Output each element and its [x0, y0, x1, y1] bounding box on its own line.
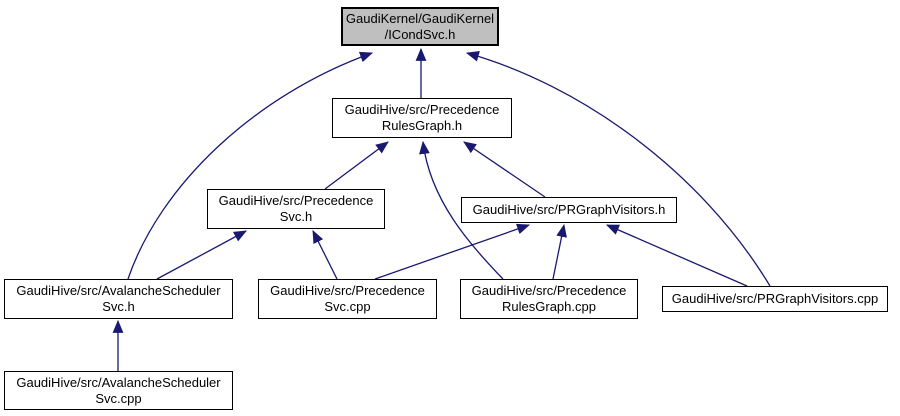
edge-prgv_cpp-to-prgv_h	[606, 224, 748, 287]
node-label-line: Svc.h	[279, 209, 313, 224]
node-icondsvc-h[interactable]: GaudiKernel/GaudiKernel /ICondSvc.h	[341, 7, 499, 46]
node-label-line: Svc.cpp	[324, 299, 371, 314]
node-prgraphvisitors-cpp[interactable]: GaudiHive/src/PRGraphVisitors.cpp	[662, 286, 888, 312]
node-label-line: /ICondSvc.h	[384, 26, 456, 42]
edge-psvc_h-to-prg_h	[324, 141, 389, 190]
edge-aval_h-to-psvc_h	[156, 230, 247, 280]
edge-prgv_cpp-to-icondsvc_h	[465, 51, 771, 287]
node-precedencerulesgraph-h[interactable]: GaudiHive/src/Precedence RulesGraph.h	[332, 98, 512, 138]
node-precedencerulesgraph-cpp[interactable]: GaudiHive/src/Precedence RulesGraph.cpp	[460, 279, 638, 319]
edge-psvc_cpp-to-psvc_h	[312, 230, 338, 280]
node-label-line: GaudiHive/src/Precedence	[344, 102, 500, 117]
node-avalancheschedulersvc-cpp[interactable]: GaudiHive/src/AvalancheScheduler Svc.cpp	[4, 371, 233, 410]
edge-prg_cpp-to-prgv_h	[552, 223, 567, 280]
node-label-line: RulesGraph.cpp	[502, 299, 596, 314]
edge-prgv_h-to-prg_h	[463, 141, 546, 198]
node-label-line: GaudiHive/src/Precedence	[270, 283, 425, 298]
node-label-line: GaudiHive/src/Precedence	[218, 193, 374, 208]
node-label-line: Svc.h	[102, 299, 135, 314]
node-label-line: GaudiKernel/GaudiKernel	[345, 10, 495, 26]
node-label-line: GaudiHive/src/PRGraphVisitors.h	[472, 202, 666, 217]
node-prgraphvisitors-h[interactable]: GaudiHive/src/PRGraphVisitors.h	[461, 197, 677, 223]
node-label-line: Svc.cpp	[95, 390, 142, 406]
node-label-line: RulesGraph.h	[381, 118, 463, 133]
edge-aval_h-to-icondsvc_h	[127, 51, 374, 280]
node-label-line: GaudiHive/src/AvalancheScheduler	[16, 283, 221, 298]
node-label-line: GaudiHive/src/PRGraphVisitors.cpp	[671, 291, 879, 306]
node-precedencesvc-cpp[interactable]: GaudiHive/src/Precedence Svc.cpp	[258, 279, 437, 319]
edge-prg_cpp-to-prg_h	[419, 140, 504, 280]
node-label-line: GaudiHive/src/Precedence	[471, 283, 627, 298]
node-avalancheschedulersvc-h[interactable]: GaudiHive/src/AvalancheScheduler Svc.h	[4, 279, 233, 319]
node-label-line: GaudiHive/src/AvalancheScheduler	[16, 374, 221, 390]
node-precedencesvc-h[interactable]: GaudiHive/src/Precedence Svc.h	[207, 189, 385, 229]
edge-psvc_cpp-to-prgv_h	[374, 223, 531, 280]
